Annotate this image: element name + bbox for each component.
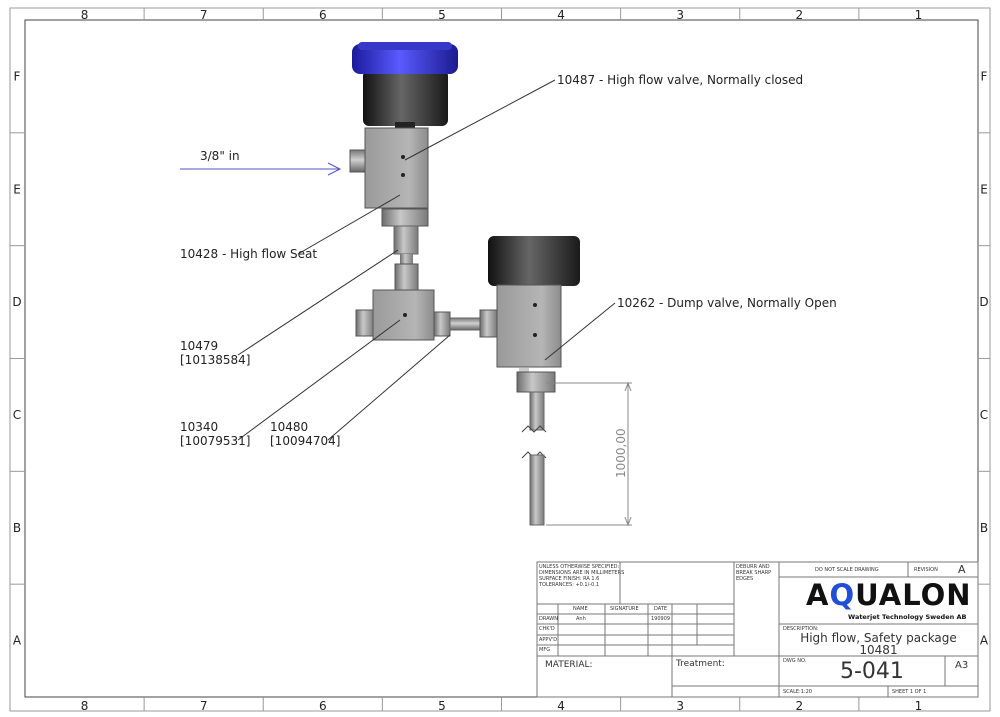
dwg-number: 5-041 [840, 659, 904, 684]
note: UNLESS OTHERWISE SPECIFIED: [539, 564, 620, 570]
role-mfg: MFG [539, 647, 551, 653]
drawn-name: Anh [576, 616, 586, 622]
zone-column-label: 5 [438, 699, 446, 713]
note: DIMENSIONS ARE IN MILLIMETERS [539, 570, 625, 576]
header-name: NAME [573, 606, 588, 612]
zone-column-label: 1 [915, 699, 923, 713]
zone-row-label: A [980, 634, 989, 648]
outer-border [9, 7, 991, 712]
zone-row-label: B [13, 521, 21, 535]
role-checked: CHK'D [539, 626, 555, 632]
valve-normally-closed [349, 42, 458, 291]
description-label: DESCRIPTION: [783, 626, 819, 632]
zone-row-label: F [14, 69, 21, 83]
description: High flow, Safety package 10481 [779, 632, 978, 656]
zone-row-label: B [980, 521, 988, 535]
header-date: DATE [654, 606, 668, 612]
general-notes: UNLESS OTHERWISE SPECIFIED: DIMENSIONS A… [539, 564, 624, 588]
role-drawn: DRAWN [539, 616, 558, 622]
callout-dump-valve: 10262 - Dump valve, Normally Open [617, 296, 837, 310]
zone-row-label: A [13, 634, 22, 648]
zone-row-label: C [980, 408, 988, 422]
company-name: Waterjet Technology Sweden AB [848, 613, 967, 621]
zone-row-label: D [12, 295, 21, 309]
zone-column-label: 5 [438, 8, 446, 22]
callout-10480: 10480 [270, 420, 308, 434]
sheet-number: SHEET 1 OF 1 [892, 689, 927, 695]
note: TOLERANCES: +0.1/-0.1 [539, 582, 600, 588]
zone-column-label: 4 [557, 8, 565, 22]
sheet-size: A3 [955, 660, 969, 671]
callout-10340: 10340 [180, 420, 218, 434]
revision-label: REVISION [914, 567, 938, 573]
note: SURFACE FINISH: RA 1.6 [539, 576, 600, 582]
zone-column-label: 3 [676, 699, 684, 713]
zone-column-label: 2 [795, 8, 803, 22]
role-approved: APPV'D [539, 637, 558, 643]
revision-value: A [958, 563, 966, 576]
zone-row-label: E [13, 182, 21, 196]
callout-high-flow-valve: 10487 - High flow valve, Normally closed [557, 73, 803, 87]
zone-column-label: 7 [200, 699, 208, 713]
dwg-no-label: DWG NO. [783, 658, 807, 664]
zone-column-label: 8 [81, 8, 89, 22]
description-number: 10481 [859, 643, 898, 657]
dump-valve [488, 236, 580, 526]
zone-column-label: 3 [676, 8, 684, 22]
zone-row-label: D [979, 295, 988, 309]
callout-high-flow-seat: 10428 - High flow Seat [180, 247, 317, 261]
zone-column-label: 8 [81, 699, 89, 713]
tee-block [355, 289, 498, 341]
zone-column-label: 4 [557, 699, 565, 713]
zone-column-label: 2 [795, 699, 803, 713]
callout-10479: 10479 [180, 339, 218, 353]
note: EDGES [736, 576, 754, 582]
dimension-1000 [546, 381, 632, 527]
zone-column-label: 1 [915, 8, 923, 22]
scale: SCALE:1:20 [783, 689, 812, 695]
zone-row-label: E [980, 182, 988, 196]
aqualon-logo: AQUALON [806, 578, 972, 612]
zone-row-label: C [13, 408, 21, 422]
dimension-label: 1000,00 [614, 428, 628, 478]
inlet-label: 3/8" in [200, 149, 240, 163]
title-block [536, 561, 979, 698]
treatment-label: Treatment: [676, 659, 725, 669]
note: BREAK SHARP [736, 570, 772, 576]
callout-10479-ref: [10138584] [180, 353, 250, 367]
zone-row-label: F [981, 69, 988, 83]
drawn-date: 190909 [651, 616, 671, 622]
leader-lines [237, 79, 616, 441]
zone-column-label: 6 [319, 8, 327, 22]
description-text: High flow, Safety package [800, 631, 957, 645]
material-label: MATERIAL: [545, 660, 593, 670]
note: DEBURR AND [736, 564, 770, 570]
zone-column-label: 7 [200, 8, 208, 22]
callout-10480-ref: [10094704] [270, 434, 340, 448]
deburr-note: DEBURR AND BREAK SHARP EDGES [736, 564, 771, 582]
zone-column-label: 6 [319, 699, 327, 713]
callout-10340-ref: [10079531] [180, 434, 250, 448]
header-signature: SIGNATURE [610, 606, 639, 612]
inlet-arrow [180, 162, 342, 176]
do-not-scale: DO NOT SCALE DRAWING [815, 567, 879, 573]
